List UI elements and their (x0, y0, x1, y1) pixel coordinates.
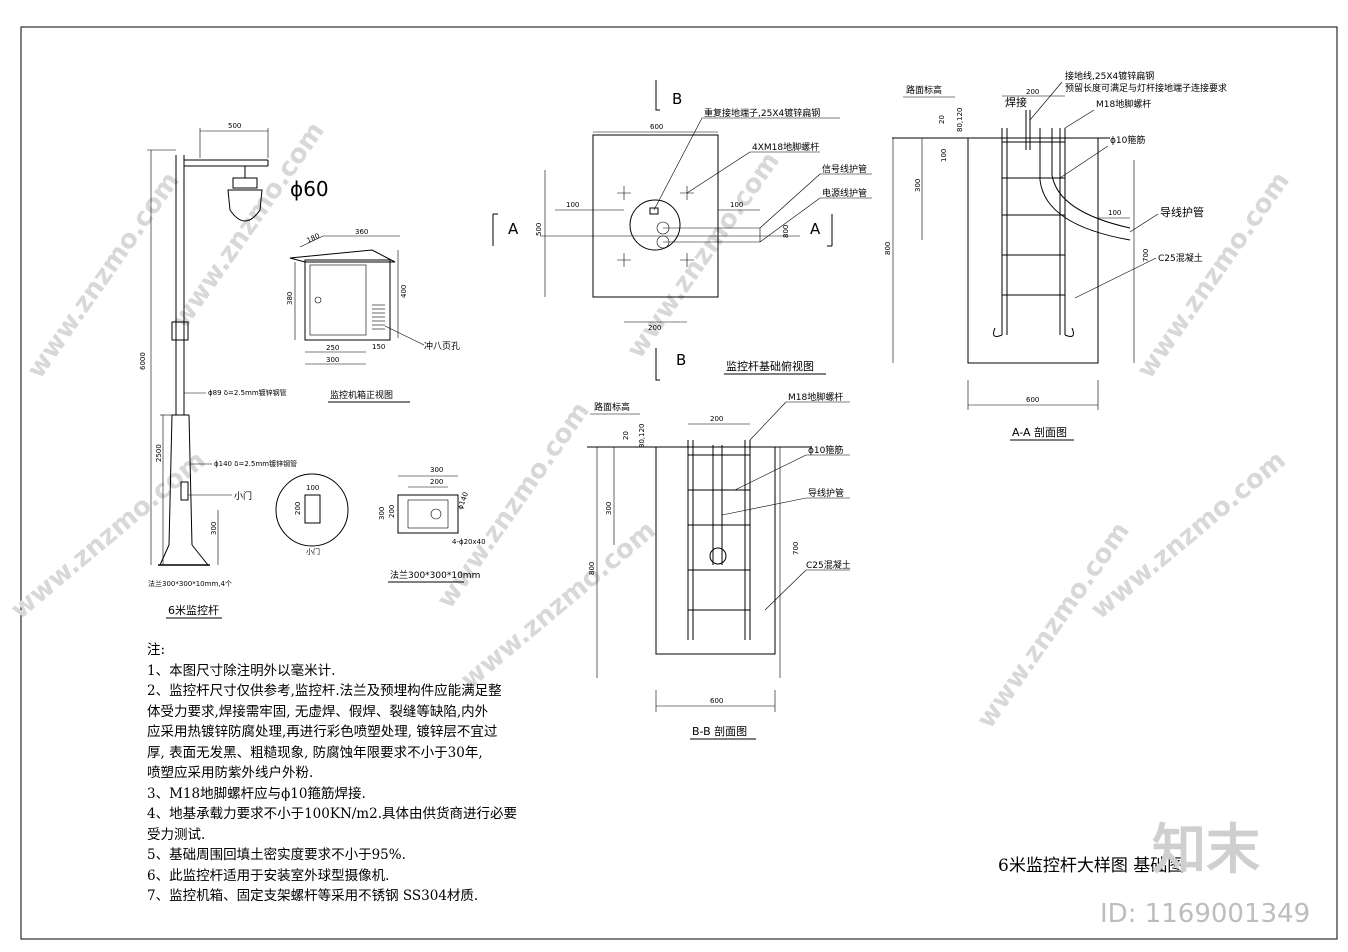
louver-label: 冲八页孔 (424, 340, 460, 352)
aa-d80120: 80,120 (956, 108, 964, 133)
cabinet-top-width: 360 (355, 228, 368, 236)
aa-road: 路面标高 (906, 84, 942, 96)
plan-dim-100-left: 100 (566, 201, 579, 209)
plan-label-bolt: 4XM18地脚螺杆 (752, 141, 819, 153)
aa-d100b: 100 (1108, 209, 1121, 217)
bb-d600: 600 (710, 697, 723, 705)
plan-dim-200: 200 (648, 324, 661, 332)
plan-caption: 监控杆基础俯视图 (726, 359, 814, 373)
bb-d200: 200 (710, 415, 723, 423)
flange-caption: 法兰300*300*10mm (390, 569, 480, 581)
watermark-id: ID: 1169001349 (1100, 899, 1310, 929)
plan-section-b-bottom: B (676, 351, 686, 369)
plan-label-ground: 重复接地端子,25X4镀锌扁钢 (704, 107, 820, 119)
aa-d600: 600 (1026, 396, 1039, 404)
door-detail: 100 200 小门 (275, 473, 349, 556)
aa-d700: 700 (1142, 249, 1150, 262)
flange-side-inner: 200 (388, 505, 396, 518)
plan-label-signal: 信号线护管 (822, 163, 867, 175)
plan-section-a-right: A (810, 220, 821, 238)
bb-d80120: 80,120 (638, 424, 646, 449)
bb-rebar: ϕ10箍筋 (808, 444, 843, 456)
door-label: 小门 (234, 490, 252, 502)
sheet-border (20, 26, 1338, 940)
notes-title: 注: (147, 642, 166, 658)
plan-section-b-top: B (672, 90, 682, 108)
aa-reserve: 预留长度可满足与灯杆接地端子连接要求 (1065, 82, 1227, 94)
aa-d200: 200 (1026, 88, 1039, 96)
section-bb: 路面标高 20 80,120 200 M18地脚螺杆 ϕ10箍筋 导线护管 C2… (587, 391, 851, 740)
cabinet-view: 360 180 380 400 250 300 150 冲八页孔 监控机箱正视图 (286, 228, 460, 403)
aa-rebar: ϕ10箍筋 (1110, 134, 1145, 146)
note-line: 2、监控杆尺寸仅供参考,监控杆.法兰及预埋构件应能满足整 (147, 683, 502, 699)
plan-dim-100-right: 100 (730, 201, 743, 209)
cabinet-bottom-front: 250 (326, 344, 339, 352)
bb-d300: 300 (605, 502, 613, 515)
cabinet-height-side: 400 (400, 285, 408, 298)
door-h: 200 (294, 502, 302, 515)
cabinet-caption: 监控机箱正视图 (330, 389, 393, 401)
aa-d800: 800 (884, 242, 892, 255)
camera-dia: ϕ60 (290, 177, 329, 201)
cabinet-height-front: 380 (286, 292, 294, 305)
aa-d20: 20 (938, 115, 946, 124)
bb-concrete: C25混凝土 (806, 559, 851, 571)
bb-road: 路面标高 (594, 401, 630, 413)
bb-bolt: M18地脚螺杆 (788, 391, 843, 403)
aa-concrete: C25混凝土 (1158, 252, 1203, 264)
foundation-plan-view: B B A A 600 500 100 100 200 800 重复接地端子,2… (492, 80, 872, 381)
bb-d700: 700 (792, 542, 800, 555)
total-height: 6000 (139, 352, 147, 370)
note-line: 3、M18地脚螺杆应与ϕ10箍筋焊接. (147, 785, 366, 802)
plan-height: 500 (535, 223, 543, 236)
note-line: 厚, 表面无发黑、粗糙现象, 防腐蚀年限要求不小于30年, (147, 744, 483, 761)
note-line: 受力测试. (147, 826, 206, 843)
drawing-title: 6米监控杆大样图 基础图 (998, 856, 1184, 876)
bb-caption: B-B 剖面图 (692, 724, 747, 738)
door-height: 300 (210, 522, 218, 535)
cabinet-bottom-total: 300 (326, 356, 339, 364)
note-line: 喷塑应采用防紫外线户外粉. (147, 765, 314, 781)
flange-outer: 300 (430, 466, 443, 474)
note-line: 5、基础周围回填土密实度要求不小于95%. (147, 847, 406, 863)
pole-elevation: ϕ60 500 6000 2500 ϕ89 δ=2.5mm镀锌钢管 ϕ140 δ… (139, 122, 329, 619)
base-plate: 法兰300*300*10mm,4个 (148, 579, 232, 588)
arm-length: 500 (228, 122, 241, 130)
note-line: 应采用热镀锌防腐处理,再进行彩色喷塑处理, 镀锌层不宜过 (147, 724, 498, 740)
plan-label-power: 电源线护管 (822, 187, 867, 199)
flange-side-outer: 300 (378, 507, 386, 520)
aa-caption: A-A 剖面图 (1012, 425, 1067, 439)
flange-holes: 4-ϕ20x40 (452, 538, 486, 546)
aa-weld: 焊接 (1005, 95, 1027, 109)
note-line: 1、本图尺寸除注明外以毫米计. (147, 662, 336, 679)
aa-d300: 300 (914, 179, 922, 192)
lower-height: 2500 (155, 444, 163, 462)
bb-d20: 20 (622, 431, 630, 440)
upper-pipe: ϕ89 δ=2.5mm镀锌钢管 (208, 388, 287, 397)
aa-conduit: 导线护管 (1160, 205, 1204, 219)
section-aa: 路面标高 20 80,120 200 接地线,25X4镀锌扁钢 预留长度可满足与… (884, 70, 1227, 441)
door-caption: 小门 (306, 547, 320, 556)
note-line: 6、此监控杆适用于安装室外球型摄像机. (147, 867, 390, 884)
door-w: 100 (306, 484, 319, 492)
lower-pipe: ϕ140 δ=2.5mm镀锌钢管 (214, 459, 297, 468)
aa-d100: 100 (940, 149, 948, 162)
note-line: 4、地基承载力要求不小于100KN/m2.具体由供货商进行必要 (147, 806, 517, 822)
plan-section-a-left: A (508, 220, 519, 238)
pole-caption: 6米监控杆 (168, 603, 219, 617)
plan-width: 600 (650, 123, 663, 131)
brand-logo: 知末 (1152, 818, 1260, 881)
note-line: 体受力要求,焊接需牢固, 无虚焊、假焊、裂缝等缺陷,内外 (147, 703, 489, 720)
cabinet-bottom-side: 150 (372, 343, 385, 351)
aa-bolt: M18地脚螺杆 (1096, 98, 1151, 110)
plan-dim-800: 800 (782, 225, 790, 238)
bb-d800: 800 (588, 562, 596, 575)
note-line: 7、监控机箱、固定支架螺杆等采用不锈钢 SS304材质. (147, 888, 479, 904)
flange-inner: 200 (430, 478, 443, 486)
bb-conduit: 导线护管 (808, 487, 844, 499)
aa-ground-wire: 接地线,25X4镀锌扁钢 (1065, 70, 1154, 82)
notes-block: 注: 1、本图尺寸除注明外以毫米计. 2、监控杆尺寸仅供参考,监控杆.法兰及预埋… (147, 640, 587, 907)
